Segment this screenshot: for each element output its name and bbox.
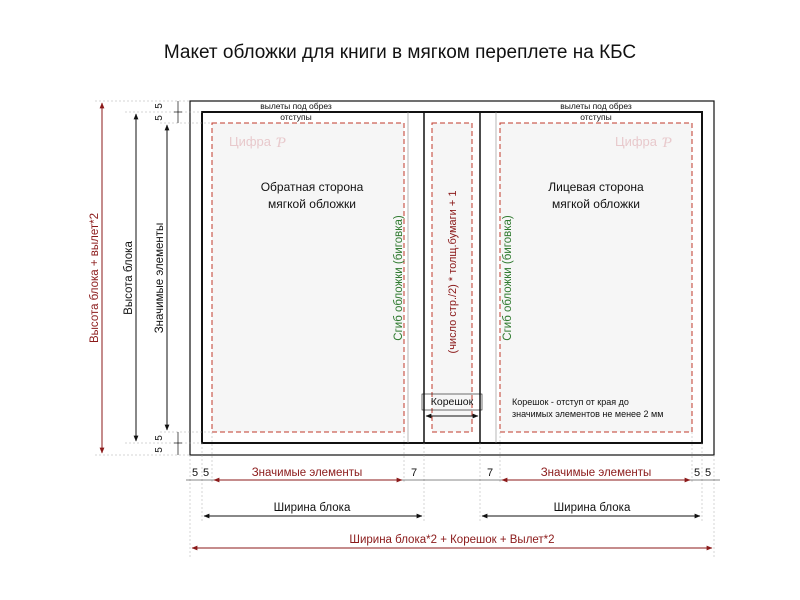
bleed-label-right: вылеты под обрез: [560, 101, 632, 111]
back-cover-line2: мягкой обложки: [268, 197, 356, 211]
trim-outline: [201, 111, 703, 444]
logo-mark-right: Ƥ: [662, 135, 672, 151]
bottom-five-left-2: 5: [203, 467, 209, 479]
block-height-label: Высота блока: [123, 241, 135, 315]
fold-label-right: Сгиб обложки (биговка): [502, 215, 514, 341]
spine-label: Корешок: [431, 396, 474, 408]
height-plus-bleed-label: Высота блока + вылет*2: [89, 213, 101, 343]
logo-right: Цифра: [615, 134, 658, 149]
spine-safe-zone: [431, 122, 473, 433]
bottom-five-right-1: 5: [694, 467, 700, 479]
bottom-seven-right: 7: [487, 467, 493, 479]
back-cover-line1: Обратная сторона: [261, 180, 364, 194]
front-cover-line2: мягкой обложки: [552, 197, 640, 211]
block-width-back-label: Ширина блока: [274, 502, 351, 514]
margins-label-right: отступы: [580, 112, 612, 122]
significant-width-back-label: Значимые элементы: [252, 467, 363, 479]
bottom-five-1: 5: [154, 435, 165, 441]
fold-label-left: Сгиб обложки (биговка): [393, 215, 405, 341]
bottom-five-2: 5: [154, 447, 165, 453]
spine-note-line1: Корешок - отступ от края до: [512, 397, 629, 407]
spine-formula: (число стр./2) * толщ.бумаги + 1: [447, 191, 459, 354]
bleed-outline: [189, 100, 715, 456]
back-safe-zone: [211, 122, 405, 433]
bleed-label-left: вылеты под обрез: [260, 101, 332, 111]
spine-note-line2: значимых элементов не менее 2 мм: [512, 409, 663, 419]
front-safe-zone: [499, 122, 693, 433]
bottom-five-left-1: 5: [192, 467, 198, 479]
front-cover-line1: Лицевая сторона: [548, 180, 644, 194]
bottom-five-right-2: 5: [705, 467, 711, 479]
block-width-front-label: Ширина блока: [554, 502, 631, 514]
page-title: Макет обложки для книги в мягком перепле…: [164, 42, 636, 63]
top-five-2: 5: [154, 115, 165, 121]
significant-width-front-label: Значимые элементы: [541, 467, 652, 479]
bottom-seven-left: 7: [411, 467, 417, 479]
spine-label-box: [421, 393, 483, 411]
logo-mark-left: Ƥ: [276, 135, 286, 151]
logo-left: Цифра: [229, 134, 272, 149]
total-width-label: Ширина блока*2 + Корешок + Вылет*2: [349, 534, 554, 546]
significant-height-label: Значимые элементы: [154, 223, 166, 334]
top-five-1: 5: [154, 103, 165, 109]
margins-label-left: отступы: [280, 112, 312, 122]
